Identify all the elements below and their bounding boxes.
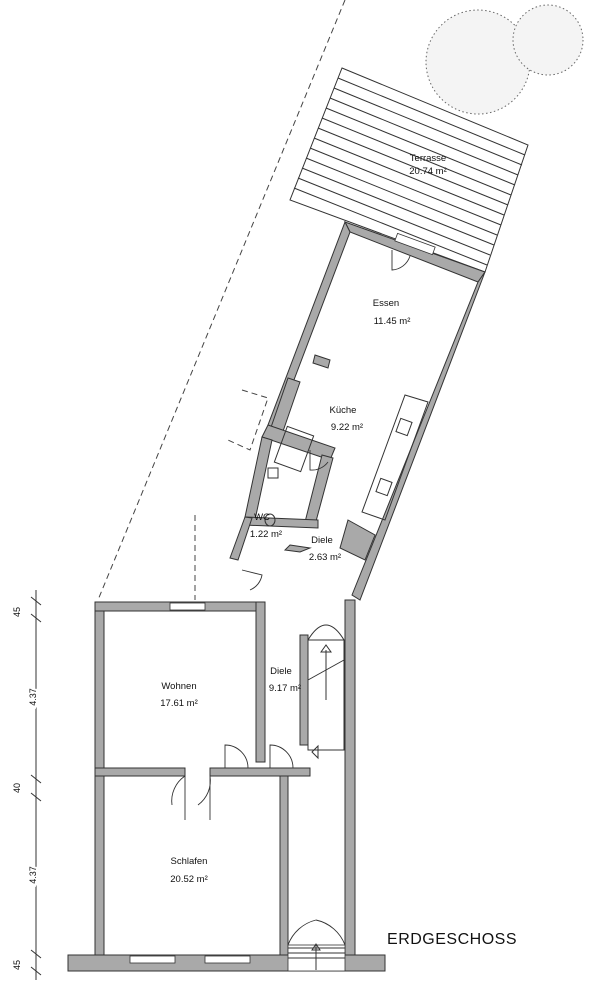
room-name-wohnen: Wohnen <box>161 681 196 692</box>
room-name-diele: Diele <box>270 666 292 677</box>
door-swings <box>171 250 411 946</box>
terrace-deck <box>289 67 529 273</box>
main-walls <box>67 599 386 972</box>
entrance-steps <box>288 943 345 970</box>
wc-block-walls <box>229 424 376 561</box>
dimension-label-2: 4.37 <box>28 688 38 706</box>
canopy-outline <box>227 389 269 451</box>
room-name-kueche: Küche <box>330 405 357 416</box>
dimension-chain <box>30 590 42 980</box>
room-name-essen: Essen <box>373 298 399 309</box>
dimension-label-3: 40 <box>12 783 22 793</box>
room-area-wc: 1.22 m² <box>250 529 282 540</box>
room-area-wohnen: 17.61 m² <box>160 698 198 709</box>
dimension-label-4: 4.37 <box>28 866 38 884</box>
tree-icon <box>425 4 584 115</box>
room-area-diele: 9.17 m² <box>269 683 301 694</box>
room-area-diele-small: 2.63 m² <box>309 552 341 563</box>
room-area-terrasse: 20.74 m² <box>409 166 447 177</box>
dimension-label-1: 45 <box>12 607 22 617</box>
room-area-schlafen: 20.52 m² <box>170 874 208 885</box>
room-name-terrasse: Terrasse <box>410 153 446 164</box>
room-area-kueche: 9.22 m² <box>331 422 363 433</box>
dimension-label-5: 45 <box>12 960 22 970</box>
property-boundary-line <box>97 0 346 601</box>
floor-title: ERDGESCHOSS <box>387 931 517 948</box>
room-name-wc: WC <box>254 512 270 523</box>
room-area-essen: 11.45 m² <box>374 316 411 327</box>
room-name-diele-small: Diele <box>311 535 333 546</box>
staircase <box>307 624 345 751</box>
room-name-schlafen: Schlafen <box>171 856 208 867</box>
annex-walls <box>267 220 486 601</box>
